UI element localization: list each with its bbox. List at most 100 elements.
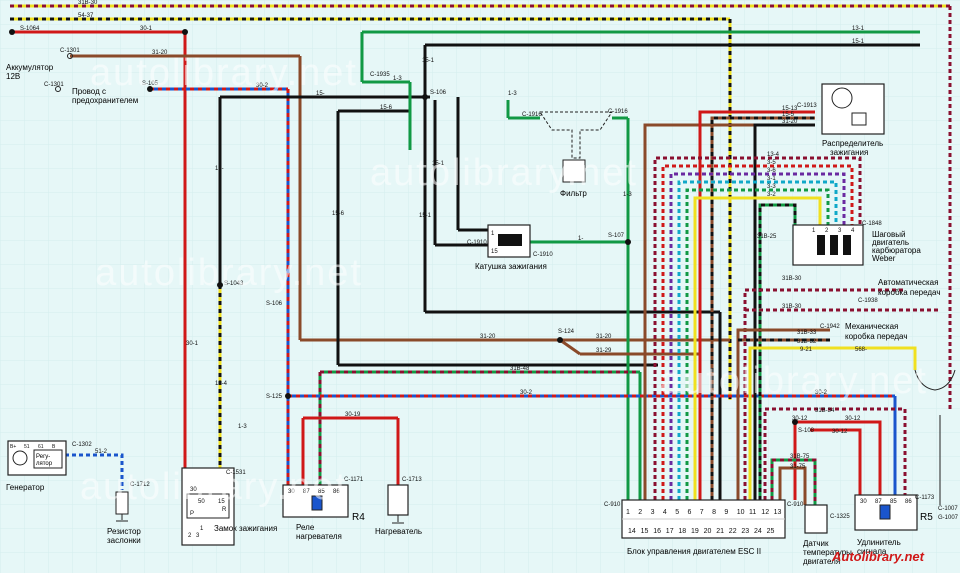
pin-label: 10 bbox=[737, 509, 745, 516]
wire-bundle-stepper bbox=[653, 156, 862, 500]
wire-label: 31-20 bbox=[480, 334, 496, 340]
heater bbox=[387, 484, 409, 522]
auto-gearbox-label-1: Автоматическая bbox=[878, 278, 938, 287]
pin-label: B bbox=[52, 444, 56, 450]
pin-label: B+ bbox=[10, 444, 16, 450]
temp-sensor-label-3: двигателя bbox=[803, 557, 840, 566]
pin-label: 8 bbox=[712, 509, 716, 516]
pin-label: 86 bbox=[333, 489, 340, 495]
wire-label: 1-3 bbox=[393, 76, 402, 82]
wire-label: 31-20 bbox=[782, 119, 798, 125]
wire-label: 54-37 bbox=[78, 13, 94, 19]
conn-c1916a: C-1916 bbox=[522, 112, 542, 118]
pin-label: 6 bbox=[688, 509, 692, 516]
r4-label: R4 bbox=[352, 512, 365, 523]
pin-label: 4 bbox=[851, 228, 855, 234]
c1301-terminal-b bbox=[55, 86, 61, 92]
wire-label: 30-12 bbox=[845, 416, 861, 422]
pin-label: 1 bbox=[491, 231, 495, 237]
splice-dots bbox=[147, 29, 798, 425]
filter-label: Фильтр bbox=[560, 189, 587, 198]
gearbox-bracket bbox=[914, 369, 956, 391]
wire-label: 30-12 bbox=[792, 416, 808, 422]
regulator-label-2: лятор bbox=[36, 461, 53, 467]
wire-label: 30-2 bbox=[520, 390, 533, 396]
ecu-block bbox=[621, 499, 786, 539]
conn-c1942: C-1942 bbox=[820, 324, 840, 330]
pin-label: 21 bbox=[716, 528, 724, 535]
pin-label: 86 bbox=[905, 499, 912, 505]
pin-label: 30 bbox=[288, 489, 295, 495]
pin-label: 17 bbox=[666, 528, 674, 535]
battery-terminal bbox=[9, 29, 15, 35]
pin-label: 14 bbox=[628, 528, 636, 535]
conn-g1007: G-1007 bbox=[938, 515, 959, 521]
pin-label: 13 bbox=[774, 509, 782, 516]
wire-label: 30-1 bbox=[186, 341, 199, 347]
wire-31b25 bbox=[758, 203, 797, 500]
lock-pin-label: P bbox=[190, 511, 194, 517]
conn-c1301b: C-1301 bbox=[44, 82, 64, 88]
wire-label: 30-19 bbox=[345, 412, 361, 418]
conn-c1302: C-1302 bbox=[72, 442, 92, 448]
conn-c910b: C-910 bbox=[787, 502, 804, 508]
battery-label: Аккумулятор bbox=[6, 63, 54, 72]
heater-relay-label-1: Реле bbox=[296, 523, 315, 532]
wire-label: 15-6 bbox=[380, 105, 393, 111]
pin-label: 25 bbox=[767, 528, 775, 535]
wire-label: 568- bbox=[855, 347, 867, 353]
idle-valve-label-1: Удлинитель bbox=[857, 538, 901, 547]
website-label: Autolibrary.net bbox=[832, 549, 924, 564]
pin-label: 51 bbox=[24, 444, 30, 450]
regulator-label-1: Регу- bbox=[36, 454, 50, 460]
stepper-label-4: Weber bbox=[872, 254, 896, 263]
filter bbox=[539, 111, 613, 183]
ignition-lock-label: Замок зажигания bbox=[214, 524, 277, 533]
pin-label: 3 bbox=[651, 509, 655, 516]
wire-manual-gearbox bbox=[736, 328, 917, 500]
temp-sensor-label-2: температуры bbox=[803, 548, 852, 557]
conn-c1916b: C-1916 bbox=[608, 109, 628, 115]
distributor-label-1: Распределитель bbox=[822, 139, 883, 148]
pin-label: 24 bbox=[754, 528, 762, 535]
wire-label: 1-3 bbox=[238, 424, 247, 430]
conn-c1935: C-1935 bbox=[370, 72, 390, 78]
wire-label: 15-1 bbox=[419, 213, 432, 219]
conn-c910a: C-910 bbox=[604, 502, 621, 508]
battery-voltage-label: 12В bbox=[6, 72, 20, 81]
wire-label: 30-12 bbox=[832, 429, 848, 435]
wire-label: 15-6 bbox=[332, 211, 345, 217]
stepper-motor bbox=[792, 224, 864, 266]
wire-label: 31-75 bbox=[790, 464, 806, 470]
wire-label: 31B-25 bbox=[757, 234, 777, 240]
distributor-label-2: зажигания bbox=[830, 148, 868, 157]
conn-c1173: C-1173 bbox=[915, 495, 935, 501]
pin-label: 23 bbox=[741, 528, 749, 535]
wire-label: 15-5 bbox=[782, 112, 795, 118]
wire-31b75 bbox=[770, 458, 817, 505]
ecu-label: Блок управления двигателем ESC II bbox=[627, 547, 761, 556]
wire-3120-s124 bbox=[559, 338, 700, 356]
pin-label: 85 bbox=[318, 489, 325, 495]
wire-label: 3-1 bbox=[767, 176, 776, 182]
pin-label: 20 bbox=[704, 528, 712, 535]
pin-label: 7 bbox=[700, 509, 704, 516]
conn-c1848: C-1848 bbox=[862, 221, 882, 227]
temp-sensor bbox=[804, 504, 828, 534]
conn-c1171: C-1171 bbox=[344, 477, 364, 483]
lock-pin-label: 2 bbox=[188, 533, 192, 539]
wire-302-fuse bbox=[150, 87, 290, 498]
stepper-label-3: карбюратора bbox=[872, 246, 921, 255]
wire-label: 31B-75 bbox=[790, 454, 810, 460]
pin-label: 1 bbox=[626, 509, 630, 516]
pin-label: 19 bbox=[691, 528, 699, 535]
pin-label: 12 bbox=[761, 509, 769, 516]
wire-31b34 bbox=[763, 407, 907, 500]
wire-label: 13-4 bbox=[767, 152, 780, 158]
wire-31b48 bbox=[318, 370, 642, 500]
connector-labels: S-1064 C-1301 C-1301 S-105 C-1302 C-1712… bbox=[20, 26, 959, 521]
heater-label: Нагреватель bbox=[375, 527, 422, 536]
